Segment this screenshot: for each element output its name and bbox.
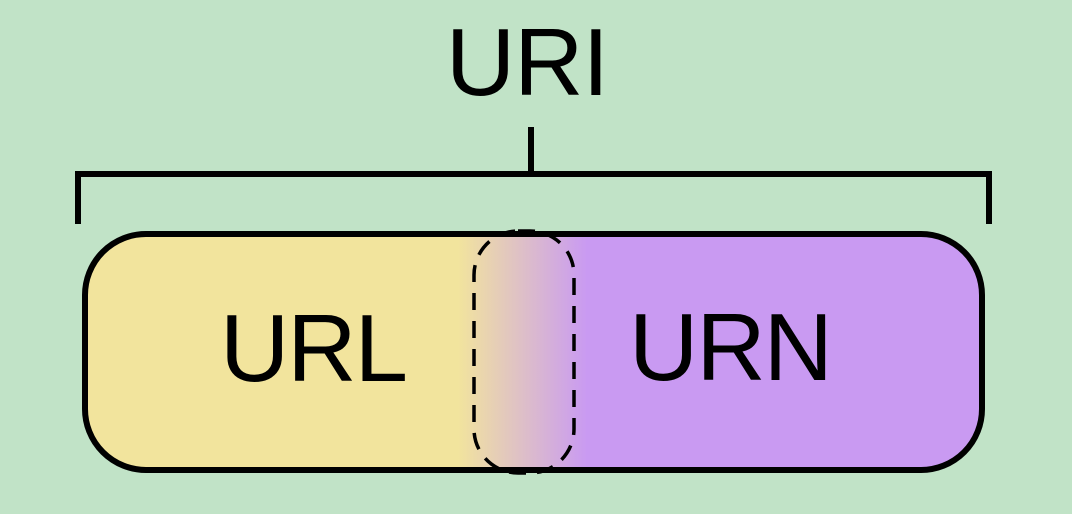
- uri-title: URI: [445, 9, 609, 116]
- overlap-dashed-outline: [472, 229, 576, 475]
- uri-pill: [82, 231, 985, 473]
- bracket-horizontal-line: [75, 171, 992, 177]
- urn-region-label: URN: [629, 294, 833, 401]
- bracket-right-leg: [986, 171, 992, 224]
- bracket-center-tick: [528, 127, 534, 175]
- url-region-label: URL: [219, 295, 408, 402]
- bracket-left-leg: [75, 171, 81, 224]
